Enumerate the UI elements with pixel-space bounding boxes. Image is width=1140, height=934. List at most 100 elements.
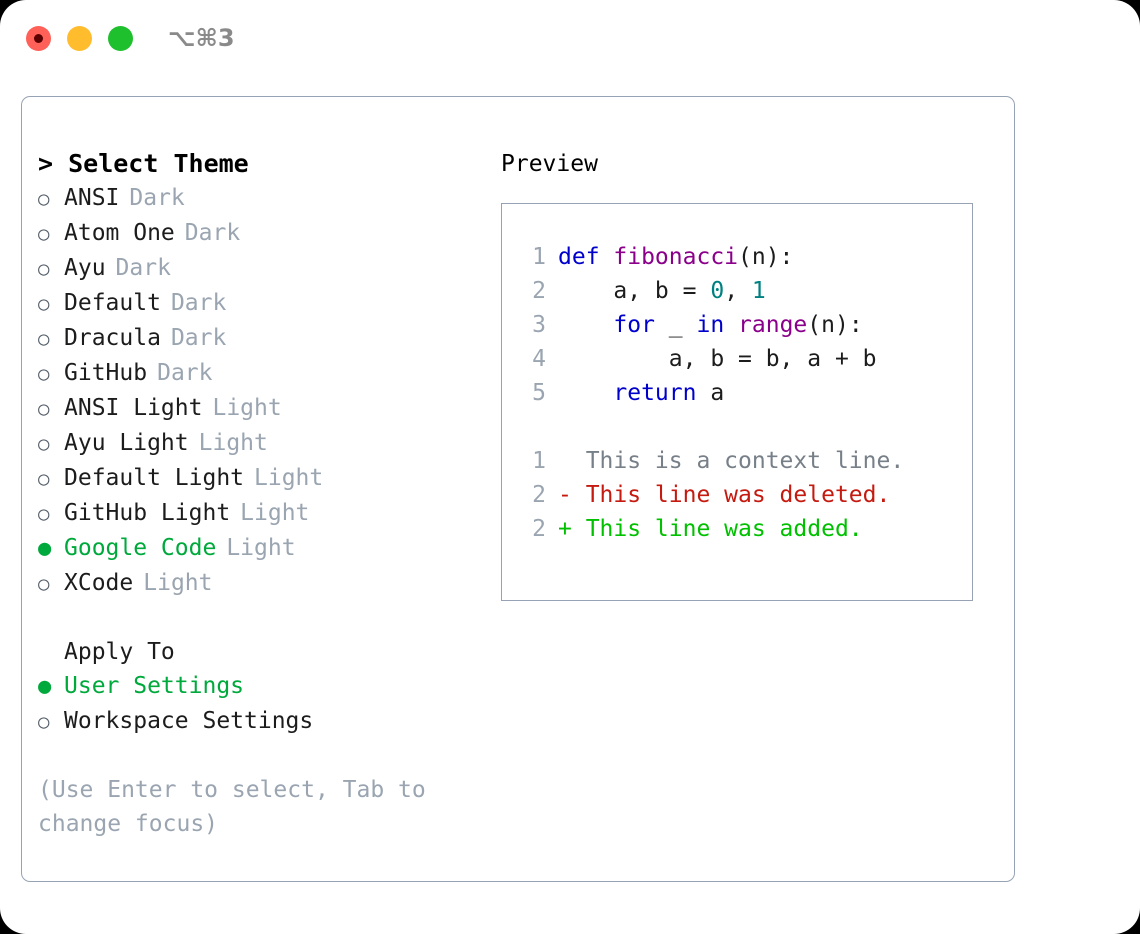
code-token-fn: fibonacci bbox=[613, 244, 739, 270]
theme-variant-badge: Light bbox=[254, 465, 324, 491]
theme-option-label: ANSI bbox=[64, 185, 120, 211]
code-line: 4 a, b = b, a + b bbox=[502, 342, 972, 376]
radio-unselected-icon: ○ bbox=[38, 468, 50, 490]
radio-unselected-icon: ○ bbox=[38, 223, 50, 245]
diff-line-text: - This line was deleted. bbox=[558, 482, 891, 508]
code-line-text: a, b = b, a + b bbox=[558, 342, 877, 376]
code-token-pl: a, b = b, a + b bbox=[558, 346, 877, 372]
code-line-number: 3 bbox=[532, 312, 546, 338]
radio-unselected-icon: ○ bbox=[38, 188, 50, 210]
minimize-button[interactable] bbox=[67, 26, 92, 51]
theme-variant-badge: Dark bbox=[184, 220, 241, 246]
diff-line-number: 2 bbox=[532, 516, 546, 542]
code-line: 2 a, b = 0, 1 bbox=[502, 274, 972, 308]
theme-option-label: Default bbox=[64, 290, 161, 316]
apply-to-option-label: Workspace Settings bbox=[64, 708, 314, 734]
code-token-pl: (n): bbox=[738, 244, 794, 270]
diff-line-number: 1 bbox=[532, 448, 546, 474]
apply-to-list: ●User Settings ○ Workspace Settings bbox=[38, 669, 478, 739]
apply-to-option-workspace-settings[interactable]: ○ Workspace Settings bbox=[38, 704, 478, 739]
theme-option-label: ANSI Light bbox=[64, 395, 203, 421]
theme-variant-badge: Light bbox=[226, 535, 296, 561]
theme-option-xcode[interactable]: ○ XCode Light bbox=[38, 566, 478, 601]
theme-option-label: GitHub Light bbox=[64, 500, 231, 526]
theme-option-label: Default Light bbox=[64, 465, 245, 491]
code-line-text: return a bbox=[558, 376, 724, 410]
diff-line-text: This is a context line. bbox=[558, 448, 905, 474]
apply-to-option-user-settings[interactable]: ●User Settings bbox=[38, 669, 478, 704]
theme-variant-badge: Dark bbox=[129, 185, 185, 211]
code-line-number: 1 bbox=[532, 244, 546, 270]
code-line-number: 4 bbox=[532, 346, 546, 372]
code-token-kw: for bbox=[613, 312, 655, 338]
code-line: 5 return a bbox=[502, 376, 972, 410]
radio-unselected-icon: ○ bbox=[38, 711, 50, 733]
diff-line-number: 2 bbox=[532, 482, 546, 508]
theme-option-github-light[interactable]: ○ GitHub Light Light bbox=[38, 496, 478, 531]
theme-option-label: GitHub bbox=[64, 360, 148, 386]
theme-variant-badge: Light bbox=[143, 570, 213, 596]
theme-option-ayu[interactable]: ○ Ayu Dark bbox=[38, 251, 478, 286]
radio-unselected-icon: ○ bbox=[38, 328, 50, 350]
radio-unselected-icon: ○ bbox=[38, 363, 50, 385]
theme-option-label: Dracula bbox=[64, 325, 161, 351]
code-line: 1 def fibonacci(n): bbox=[502, 240, 972, 274]
theme-option-label: Atom One bbox=[64, 220, 175, 246]
code-token-pl bbox=[724, 312, 738, 338]
theme-option-ansi[interactable]: ○ ANSI Dark bbox=[38, 181, 478, 216]
theme-variant-badge: Light bbox=[240, 500, 310, 526]
code-token-fn: range bbox=[738, 312, 808, 338]
list-spacer bbox=[38, 601, 478, 635]
code-token-pl: a, b = bbox=[558, 278, 711, 304]
keyboard-shortcut-label: ⌥⌘3 bbox=[168, 24, 235, 52]
code-token-kw: def bbox=[558, 244, 614, 270]
code-token-pl: _ bbox=[654, 312, 697, 338]
radio-unselected-icon: ○ bbox=[38, 293, 50, 315]
code-token-num: 0 bbox=[710, 278, 725, 304]
window-controls bbox=[26, 26, 133, 51]
diff-line-del: 2 - This line was deleted. bbox=[502, 478, 972, 512]
code-token-pl: (n): bbox=[807, 312, 863, 338]
keyboard-hint: (Use Enter to select, Tab to change focu… bbox=[38, 777, 426, 837]
diff-line-ctx: 1 This is a context line. bbox=[502, 444, 972, 478]
code-line: 3 for _ in range(n): bbox=[502, 308, 972, 342]
apply-to-header: Apply To bbox=[64, 639, 175, 665]
theme-option-atom-one[interactable]: ○ Atom One Dark bbox=[38, 216, 478, 251]
maximize-button[interactable] bbox=[108, 26, 133, 51]
radio-unselected-icon: ○ bbox=[38, 573, 50, 595]
code-token-pl bbox=[558, 312, 613, 338]
theme-variant-badge: Dark bbox=[115, 255, 171, 281]
apply-to-option-label: User Settings bbox=[64, 673, 245, 699]
theme-option-default-light[interactable]: ○ Default Light Light bbox=[38, 461, 478, 496]
theme-option-label: Ayu bbox=[64, 255, 106, 281]
theme-option-label: XCode bbox=[64, 570, 134, 596]
radio-unselected-icon: ○ bbox=[38, 433, 50, 455]
code-token-num: 1 bbox=[751, 278, 766, 304]
code-line-text: a, b = 0, 1 bbox=[558, 274, 766, 308]
radio-unselected-icon: ○ bbox=[38, 503, 50, 525]
diff-line-add: 2+ This line was added. bbox=[502, 512, 972, 546]
code-token-kw: in bbox=[696, 312, 725, 338]
code-token-pl: , bbox=[724, 278, 752, 304]
title-bar: ⌥⌘3 bbox=[0, 0, 1140, 78]
code-line-number: 5 bbox=[532, 380, 546, 406]
theme-option-label: Ayu Light bbox=[64, 430, 189, 456]
radio-selected-icon: ● bbox=[38, 536, 52, 561]
code-diff-gap bbox=[502, 410, 972, 444]
code-line-text: for _ in range(n): bbox=[558, 308, 863, 342]
close-button[interactable] bbox=[26, 26, 51, 51]
code-line-number: 2 bbox=[532, 278, 546, 304]
radio-unselected-icon: ○ bbox=[38, 258, 50, 280]
